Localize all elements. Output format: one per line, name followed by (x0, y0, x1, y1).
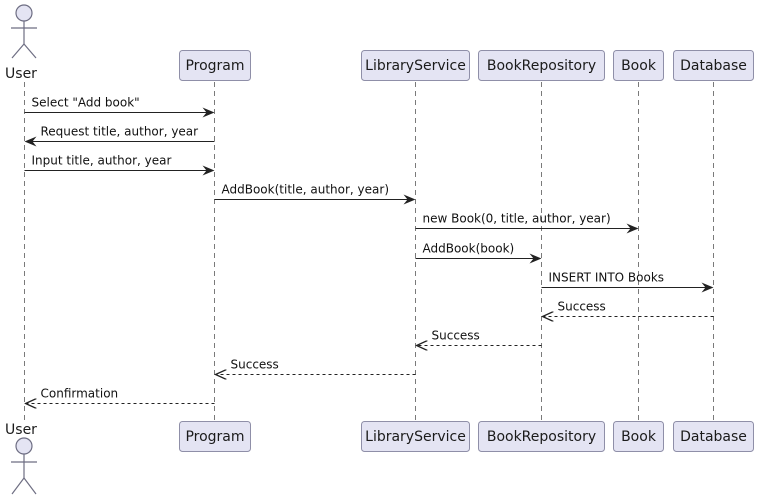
message-2: Request title, author, year (24, 125, 215, 147)
message-9: Success (417, 329, 542, 346)
message-label: Confirmation (41, 387, 119, 401)
message-4: AddBook(title, author, year) (214, 183, 416, 205)
message-8: Success (543, 300, 714, 317)
participant-box (673, 50, 754, 81)
message-label: Select "Add book" (32, 96, 140, 110)
participant-book_repository-top: BookRepository (478, 50, 605, 81)
participant-label: Database (680, 58, 747, 74)
message-11: Confirmation (26, 387, 215, 404)
message-label: Request title, author, year (41, 125, 199, 139)
participant-library_service-bottom: LibraryService (361, 421, 470, 452)
participant-label: BookRepository (487, 58, 596, 74)
message-label: AddBook(title, author, year) (222, 183, 390, 197)
message-label: Success (231, 358, 279, 372)
participant-box (613, 421, 664, 452)
participant-box (179, 421, 251, 452)
participant-label: Database (680, 429, 747, 445)
participant-box (179, 50, 251, 81)
actor-label: User (5, 66, 37, 82)
actor-icon (11, 4, 37, 59)
participant-box (613, 50, 664, 81)
participant-box (478, 50, 605, 81)
message-7: INSERT INTO Books (541, 271, 714, 293)
message-1: Select "Add book" (24, 96, 215, 118)
participant-book-top: Book (613, 50, 664, 81)
actor-user-bottom: User (5, 422, 37, 495)
actor-label: User (5, 422, 37, 438)
participant-label: Program (185, 58, 244, 74)
message-label: Success (558, 300, 606, 314)
participant-library_service-top: LibraryService (361, 50, 470, 81)
message-6: AddBook(book) (415, 242, 542, 264)
message-label: new Book(0, title, author, year) (423, 212, 611, 226)
participant-database-top: Database (673, 50, 754, 81)
participant-label: BookRepository (487, 429, 596, 445)
participant-label: Book (621, 58, 657, 74)
participant-program-bottom: Program (179, 421, 251, 452)
participant-label: LibraryService (365, 58, 466, 74)
message-label: Success (432, 329, 480, 343)
participant-box (673, 421, 754, 452)
participant-label: Program (185, 429, 244, 445)
participant-box (361, 50, 470, 81)
message-3: Input title, author, year (24, 154, 215, 176)
message-label: INSERT INTO Books (549, 271, 665, 285)
participant-book-bottom: Book (613, 421, 664, 452)
participant-program-top: Program (179, 50, 251, 81)
message-label: Input title, author, year (32, 154, 172, 168)
participant-box (361, 421, 470, 452)
participant-box (478, 421, 605, 452)
actor-user-top: User (5, 4, 37, 82)
message-10: Success (216, 358, 416, 375)
participant-label: Book (621, 429, 657, 445)
actor-icon (11, 437, 37, 495)
participant-database-bottom: Database (673, 421, 754, 452)
participant-book_repository-bottom: BookRepository (478, 421, 605, 452)
participant-label: LibraryService (365, 429, 466, 445)
message-5: new Book(0, title, author, year) (415, 212, 639, 234)
message-label: AddBook(book) (423, 242, 515, 256)
